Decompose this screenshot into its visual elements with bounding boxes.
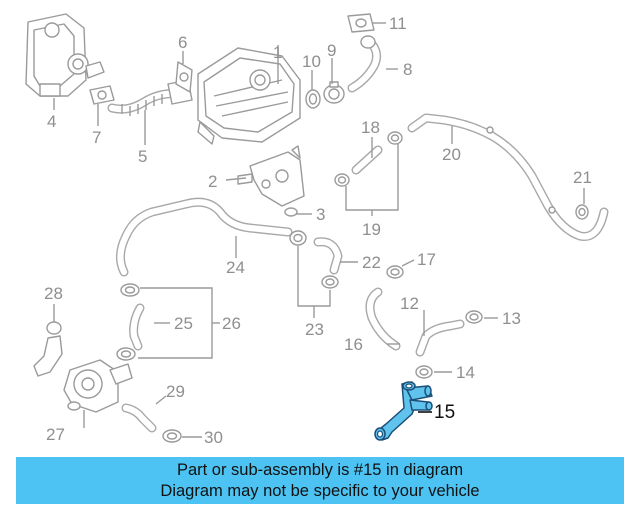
part-15-coolant-pipe-highlighted[interactable]: [374, 381, 433, 441]
part-12-hose: [415, 319, 465, 357]
banner-line-1: Part or sub-assembly is #15 in diagram: [176, 461, 464, 479]
part-4-egr-valve: [25, 13, 105, 97]
part-21-seal-ring: [575, 204, 589, 220]
callout-24: 24: [226, 258, 245, 277]
callout-12: 12: [400, 294, 419, 313]
part-20-coolant-pipe: [407, 113, 609, 241]
callout-28: 28: [44, 284, 63, 303]
callout-11: 11: [389, 14, 407, 33]
part-26-hose-assembly: [116, 283, 145, 361]
part-24-coolant-pipe: [116, 197, 293, 277]
part-14-clamp: [415, 365, 433, 379]
info-banner: Part or sub-assembly is #15 in diagram D…: [16, 457, 624, 504]
callout-labels: 1 2 3 4 5 6 7 8 9 10 11 12 13 14 15 16 1…: [44, 14, 592, 447]
part-10-seal-ring: [305, 89, 321, 109]
callout-9: 9: [327, 41, 336, 60]
parts-diagram: 1 2 3 4 5 6 7 8 9 10 11 12 13 14 15 16 1…: [25, 13, 609, 447]
callout-14: 14: [456, 363, 475, 382]
callout-2: 2: [208, 172, 217, 191]
callout-19: 19: [362, 220, 381, 239]
callout-1: 1: [273, 43, 282, 62]
part-7-gasket: [89, 85, 115, 105]
part-1-egr-cooler: [197, 47, 301, 145]
callout-6: 6: [178, 33, 187, 52]
callout-26: 26: [222, 314, 241, 333]
part-23-hose: [289, 230, 343, 289]
callout-3: 3: [316, 205, 325, 224]
part-16-hose: [365, 287, 401, 351]
part-27-coolant-pump: [63, 359, 133, 413]
callout-21: 21: [573, 168, 592, 187]
part-9-clamp: [323, 81, 345, 104]
part-11-gasket: [347, 13, 375, 33]
callout-10: 10: [302, 52, 321, 71]
banner-line-2: Diagram may not be specific to your vehi…: [160, 482, 480, 500]
part-13-clamp: [465, 310, 483, 324]
part-18-hose: [351, 145, 383, 175]
part-17-clamp: [386, 265, 404, 279]
callout-29: 29: [166, 382, 185, 401]
callout-4: 4: [47, 112, 56, 131]
callout-13: 13: [502, 309, 521, 328]
part-3-ring: [284, 207, 298, 217]
part-8-hose: [347, 35, 382, 93]
part-28-bracket: [33, 321, 63, 377]
part-19-clamps: [334, 131, 403, 187]
leader-lines: [53, 22, 585, 438]
part-6-gasket: [175, 61, 193, 93]
callout-22: 22: [362, 253, 381, 272]
callout-15: 15: [434, 402, 455, 423]
callout-5: 5: [138, 147, 147, 166]
callout-17: 17: [417, 250, 436, 269]
callout-30: 30: [204, 428, 223, 447]
callout-16: 16: [344, 335, 363, 354]
callout-20: 20: [442, 145, 461, 164]
part-30-clamp: [162, 429, 182, 443]
callout-27: 27: [46, 425, 65, 444]
callout-7: 7: [92, 128, 101, 147]
part-2-bracket: [237, 145, 305, 207]
callout-18: 18: [361, 118, 380, 137]
part-29-hose: [121, 403, 157, 433]
callout-8: 8: [403, 60, 412, 79]
callout-23: 23: [305, 320, 324, 339]
callout-25: 25: [174, 314, 193, 333]
